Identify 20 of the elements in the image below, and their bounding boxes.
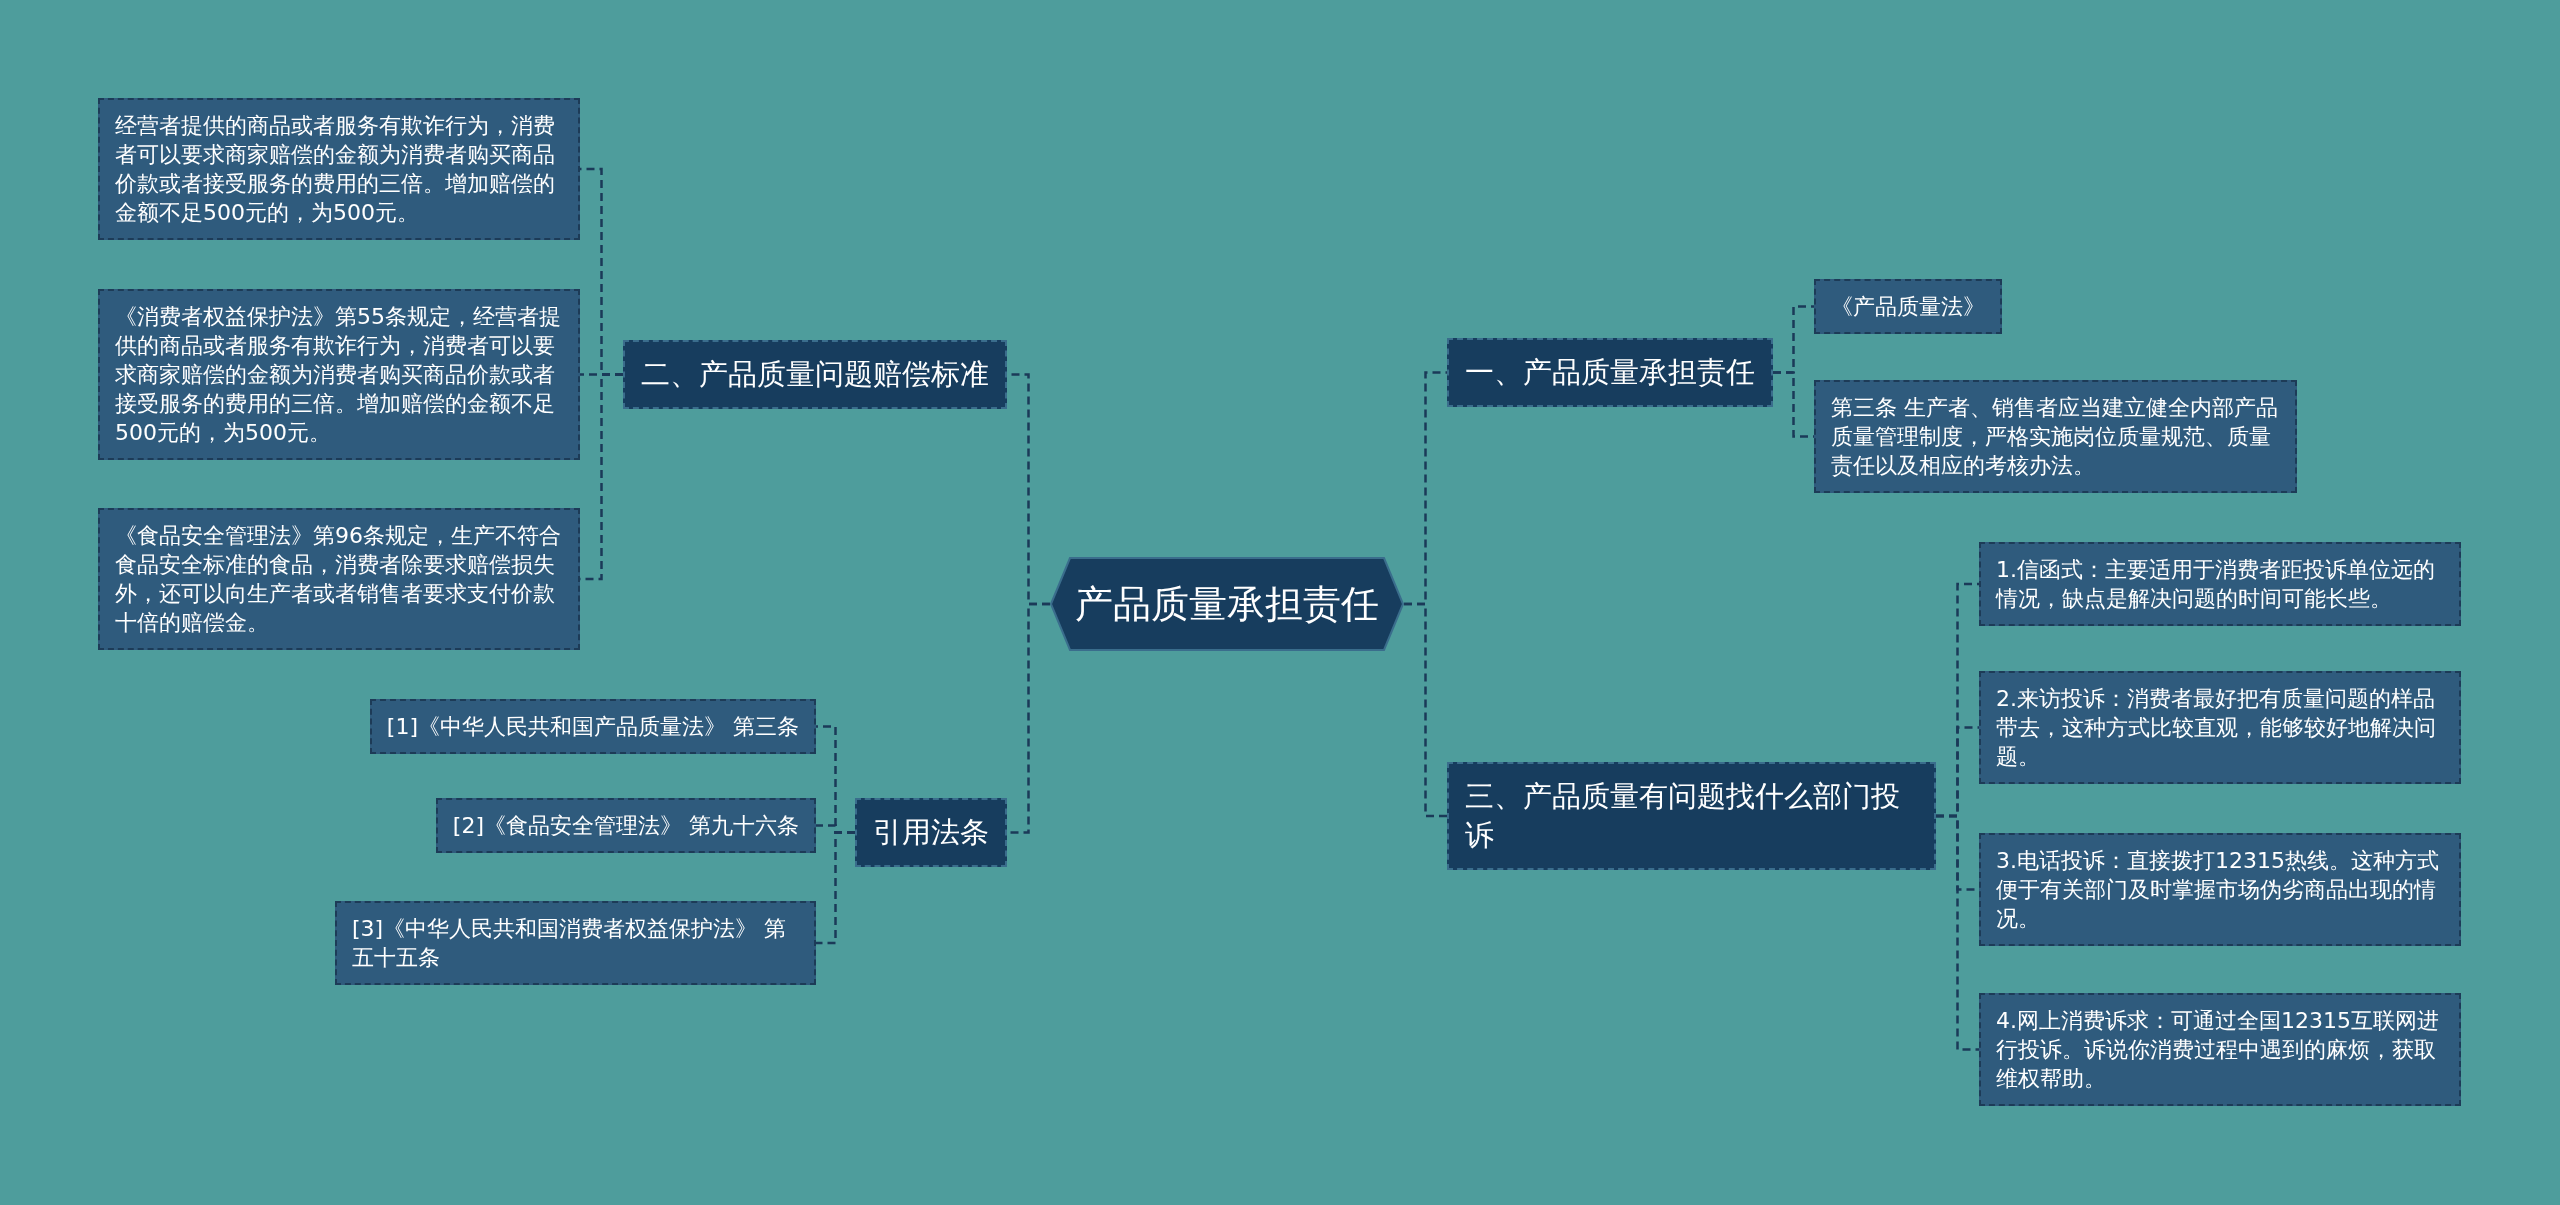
connector-line (816, 831, 855, 945)
connector-line (1404, 602, 1447, 818)
text-box: 3.电话投诉：直接拨打12315热线。这种方式便于有关部门及时掌握市场伪劣商品出现的情况。 (1979, 833, 2461, 946)
topic-hexagon: 产品质量承担责任 (1050, 557, 1404, 651)
text-box: 《产品质量法》 (1814, 279, 2002, 334)
topic-box: 引用法条 (855, 798, 1007, 867)
text-box: 第三条 生产者、销售者应当建立健全内部产品质量管理制度，严格实施岗位质量规范、质量责任以及相应的考核办法。 (1814, 380, 2297, 493)
text-box: 经营者提供的商品或者服务有欺诈行为，消费者可以要求商家赔偿的金额为消费者购买商品价款或者接受服务的费用的三倍。增加赔偿的金额不足500元的，为500元。 (98, 98, 580, 240)
topic-box: 一、产品质量承担责任 (1447, 338, 1773, 407)
text-box: 4.网上消费诉求：可通过全国12315互联网进行投诉。诉说你消费过程中遇到的麻烦，获取维权帮助。 (1979, 993, 2461, 1106)
text-box: 2.来访投诉：消费者最好把有质量问题的样品带去，这种方式比较直观，能够较好地解决问题。 (1979, 671, 2461, 784)
text-box: [1]《中华人民共和国产品质量法》 第三条 (369, 699, 816, 754)
text-box: 1.信函式：主要适用于消费者距投诉单位远的情况，缺点是解决问题的时间可能长些。 (1979, 542, 2461, 626)
text-box: [3]《中华人民共和国消费者权益保护法》 第五十五条 (335, 901, 816, 985)
connector-line (1936, 814, 1979, 1051)
text-box: [2]《食品安全管理法》 第九十六条 (435, 798, 816, 853)
text-box: 《食品安全管理法》第96条规定，生产不符合食品安全标准的食品，消费者除要求赔偿损失外，还可以向生产者或者销售者要求支付价款十倍的赔偿金。 (98, 508, 580, 650)
text-box: 《消费者权益保护法》第55条规定，经营者提供的商品或者服务有欺诈行为，消费者可以要求商家赔偿的金额为消费者购买商品价款或者接受服务的费用的三倍。增加赔偿的金额不足500元的，为500元。 (98, 289, 580, 460)
topic-box: 三、产品质量有问题找什么部门投诉 (1447, 762, 1936, 870)
topic-box: 二、产品质量问题赔偿标准 (623, 340, 1007, 409)
